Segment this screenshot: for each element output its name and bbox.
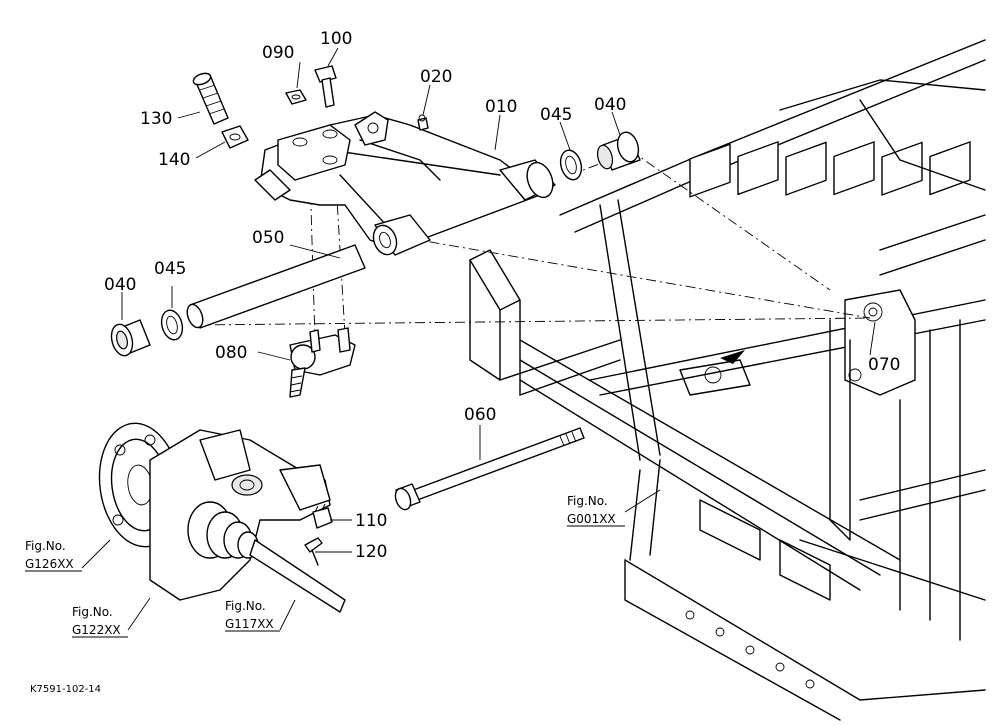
part-label-140: 140 xyxy=(158,150,190,170)
part-label-070: 070 xyxy=(868,355,900,375)
part-label-130: 130 xyxy=(140,109,172,129)
fig-ref-label-g117: Fig.No. xyxy=(225,599,266,613)
grease-fitting xyxy=(417,114,429,131)
part-label-100: 100 xyxy=(320,29,352,49)
part-label-040-front: 040 xyxy=(594,95,626,115)
part-label-045-rear: 045 xyxy=(154,259,186,279)
fig-ref-label-g001: Fig.No. xyxy=(567,494,608,508)
leader-lines xyxy=(81,47,876,631)
fig-ref-label-g126: Fig.No. xyxy=(25,539,66,553)
cotter-pin xyxy=(304,537,323,566)
nut-090 xyxy=(285,89,307,105)
fig-ref-label-g122: Fig.No. xyxy=(72,605,113,619)
castle-nut xyxy=(312,503,333,529)
upper-arm xyxy=(254,111,556,256)
fig-ref-code-g122: G122XX xyxy=(72,623,121,637)
figure-references: Fig.No. G126XX Fig.No. G122XX Fig.No. G1… xyxy=(25,494,625,638)
fig-ref-code-g126: G126XX xyxy=(25,557,74,571)
part-label-050: 050 xyxy=(252,228,284,248)
fig-ref-code-g117: G117XX xyxy=(225,617,274,631)
part-labels: 010 020 040 040 045 045 050 060 070 080 … xyxy=(104,29,900,562)
ball-joint xyxy=(289,327,356,398)
part-label-090: 090 xyxy=(262,43,294,63)
pivot-shaft xyxy=(186,244,366,329)
part-label-020: 020 xyxy=(420,67,452,87)
drawing-code: K7591-102-14 xyxy=(30,684,101,695)
bushing-040-rear xyxy=(110,319,151,357)
frame-assembly xyxy=(469,39,986,721)
bolt-130 xyxy=(192,72,229,125)
washer-140 xyxy=(221,125,249,149)
long-bolt-060 xyxy=(394,427,585,511)
skid-holes xyxy=(685,610,815,689)
washer-045-front xyxy=(559,149,583,181)
cv-boot xyxy=(187,501,259,559)
washer-045-rear xyxy=(160,309,184,341)
bolt-100 xyxy=(314,65,337,108)
steering-knuckle xyxy=(98,422,346,613)
part-label-110: 110 xyxy=(355,511,387,531)
fig-ref-code-g001: G001XX xyxy=(567,512,616,526)
part-label-045-front: 045 xyxy=(540,105,572,125)
part-label-010: 010 xyxy=(485,97,517,117)
part-label-120: 120 xyxy=(355,542,387,562)
part-label-060: 060 xyxy=(464,405,496,425)
part-label-080: 080 xyxy=(215,343,247,363)
bushing-040-front xyxy=(596,131,641,171)
part-label-040-rear: 040 xyxy=(104,275,136,295)
